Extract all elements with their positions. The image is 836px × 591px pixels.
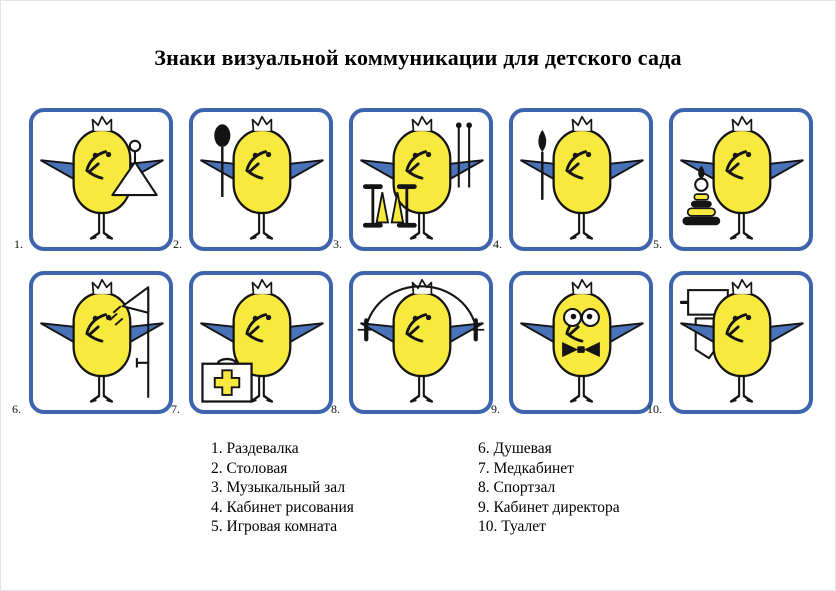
card-number-7: 7. [171, 402, 180, 416]
first-aid-kit-icon [201, 357, 253, 403]
jump-rope-icon [357, 285, 485, 342]
legend-item: 3. Музыкальный зал [211, 479, 346, 497]
legend-item: 8. Спортзал [478, 479, 556, 497]
paintbrush-icon [538, 129, 547, 200]
sign-card-6-shower [29, 271, 173, 414]
sign-card-4-drawing [509, 108, 653, 251]
card-number-8: 8. [331, 402, 340, 416]
hanger-icon [111, 139, 158, 197]
card-number-2: 2. [173, 237, 182, 251]
card-number-6: 6. [12, 402, 21, 416]
sign-card-9-director [509, 271, 653, 414]
card-number-9: 9. [491, 402, 500, 416]
card-number-4: 4. [493, 237, 502, 251]
legend-item: 9. Кабинет директора [478, 498, 620, 516]
sign-card-10-toilet [669, 271, 813, 414]
legend-item: 1. Раздевалка [211, 440, 299, 457]
legend-item: 4. Кабинет рисования [211, 498, 354, 516]
sign-card-8-gym [349, 271, 493, 414]
card-number-10: 10. [647, 402, 662, 416]
sign-card-3-music [349, 108, 493, 251]
legend-column-right: 6. Душевая 7. Медкабинет 8. Спортзал 9. … [478, 439, 620, 537]
card-number-3: 3. [333, 237, 342, 251]
legend-item: 5. Игровая комната [211, 518, 338, 536]
pyramid-toy-icon [682, 165, 721, 226]
legend-column-left: 1. Раздевалка 2. Столовая 3. Музыкальный… [211, 439, 354, 537]
sign-card-2-dining [189, 108, 333, 251]
sign-card-5-playroom [669, 108, 813, 251]
card-number-1: 1. [14, 237, 23, 251]
sign-card-7-medical [189, 271, 333, 414]
glasses-icon [562, 307, 600, 328]
bow-tie-icon [562, 342, 600, 358]
legend-item: 7. Медкабинет [478, 459, 574, 477]
shower-icon [108, 286, 150, 398]
drum-stand-icon [362, 184, 417, 228]
legend-item: 2. Столовая [211, 459, 288, 477]
spoon-icon [214, 124, 231, 197]
card-number-5: 5. [653, 237, 662, 251]
sign-card-1-cloakroom [29, 108, 173, 251]
page-title: Знаки визуальной коммуникации для детско… [154, 45, 682, 70]
legend-item: 10. Туалет [478, 518, 546, 536]
drumsticks-icon [455, 122, 472, 188]
legend-item: 6. Душевая [478, 440, 552, 457]
